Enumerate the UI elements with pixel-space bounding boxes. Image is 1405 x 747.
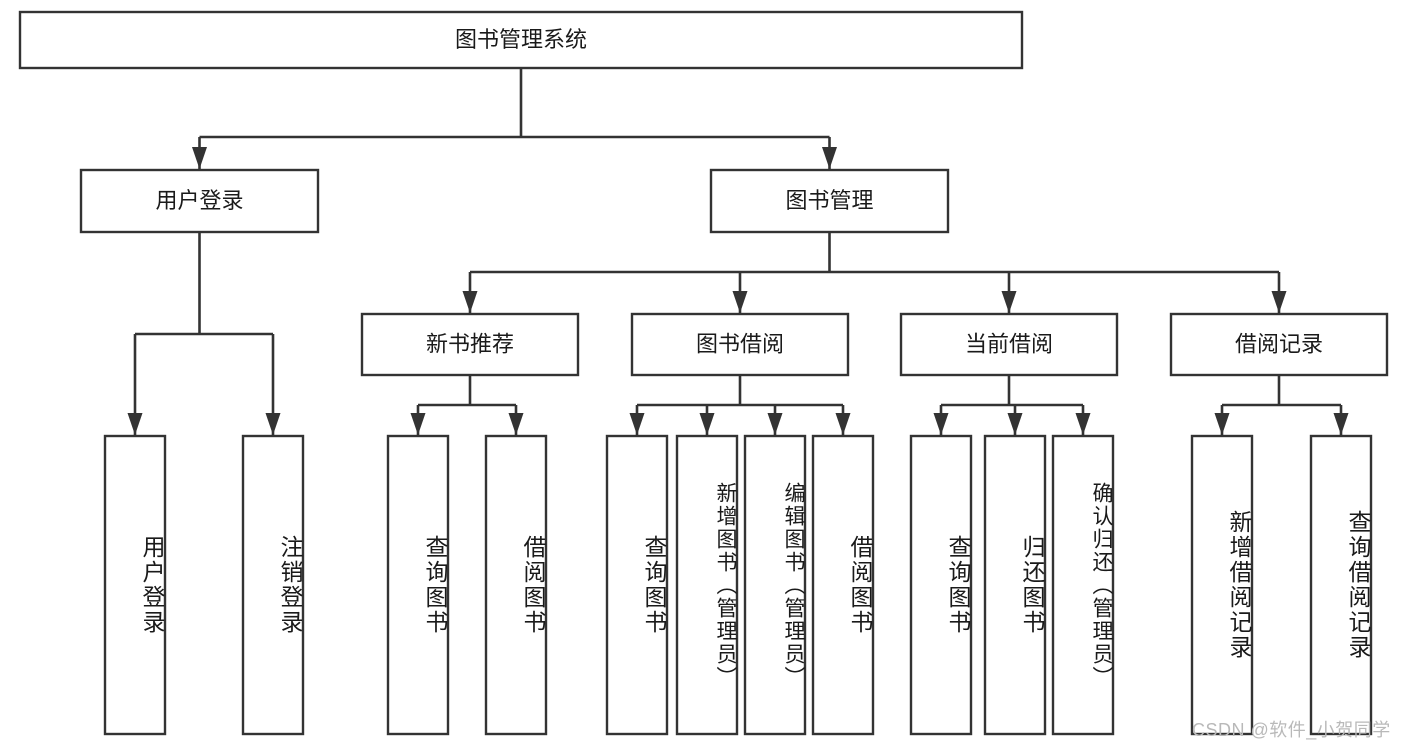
arrow-head [822, 147, 837, 169]
arrow-head [1271, 291, 1287, 313]
node-label-book-borrow: 图书借阅 [696, 331, 784, 356]
boxes-layer [18, 10, 1389, 736]
node-box-leaf-add-book [675, 434, 739, 736]
node-label-current-borrow: 当前借阅 [965, 331, 1053, 356]
node-box-leaf-borrow-book-bor [811, 434, 875, 736]
arrow-head [1075, 413, 1091, 435]
node-box-leaf-add-record [1190, 434, 1254, 736]
node-box-leaf-query-book-rec [386, 434, 450, 736]
arrow-head [265, 413, 281, 435]
arrow-head [732, 291, 748, 313]
node-box-leaf-query-record [1309, 434, 1373, 736]
node-box-root [18, 10, 1024, 70]
arrow-head [462, 291, 478, 313]
arrow-head [1333, 413, 1349, 435]
node-box-leaf-user-logout [241, 434, 305, 736]
arrow-head [835, 413, 851, 435]
arrow-head [933, 413, 949, 435]
node-label-root: 图书管理系统 [455, 27, 587, 52]
node-label-book-manage: 图书管理 [785, 188, 873, 213]
arrow-head [699, 413, 715, 435]
node-box-new-book-recommend [360, 312, 580, 377]
arrow-head [1001, 291, 1017, 313]
arrow-head [410, 413, 426, 435]
node-box-leaf-user-login [103, 434, 167, 736]
arrow-head [1007, 413, 1023, 435]
node-label-borrow-record: 借阅记录 [1235, 331, 1323, 356]
connectors-layer [127, 68, 1349, 435]
csdn-watermark: CSDN @软件_小贺同学 [1192, 720, 1391, 740]
node-box-leaf-confirm-return [1051, 434, 1115, 736]
node-box-leaf-edit-book [743, 434, 807, 736]
node-label-user-login: 用户登录 [155, 188, 243, 213]
node-box-book-manage [709, 168, 950, 234]
node-box-leaf-return-book [983, 434, 1047, 736]
arrow-head [192, 147, 207, 169]
node-box-leaf-query-book-bor [605, 434, 669, 736]
node-box-current-borrow [899, 312, 1119, 377]
arrow-head [1214, 413, 1230, 435]
node-box-book-borrow [630, 312, 850, 377]
node-box-leaf-query-book-cur [909, 434, 973, 736]
arrow-head [127, 413, 143, 435]
arrow-head [629, 413, 645, 435]
arrow-head [508, 413, 524, 435]
node-box-borrow-record [1169, 312, 1389, 377]
node-box-user-login [79, 168, 320, 234]
node-box-leaf-borrow-book-rec [484, 434, 548, 736]
arrow-head [767, 413, 783, 435]
node-label-new-book-recommend: 新书推荐 [426, 331, 514, 356]
